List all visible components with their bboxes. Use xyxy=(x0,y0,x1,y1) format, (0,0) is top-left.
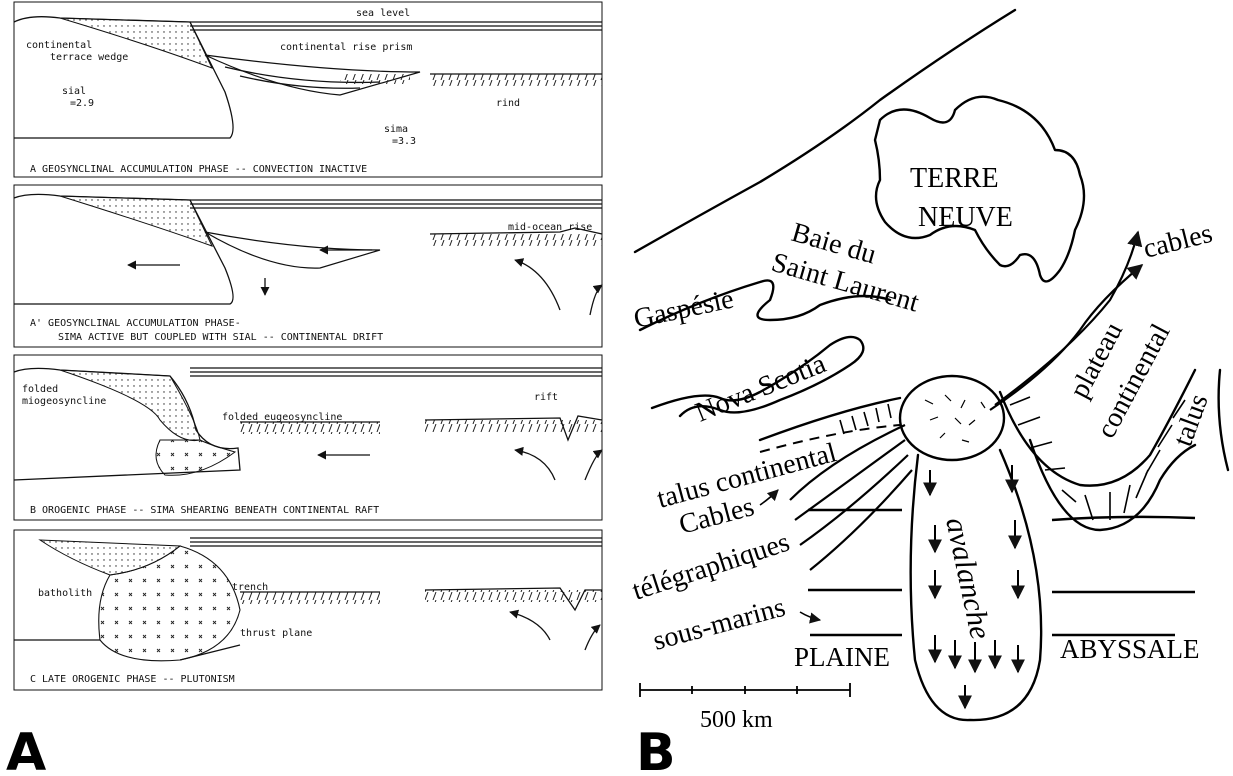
terrace-wedge-label: terrace wedge xyxy=(50,52,128,63)
section-b-orogenic: folded miogeosyncline folded eugeosyncli… xyxy=(14,355,602,520)
convection-arrow xyxy=(585,625,600,650)
rind-hatch xyxy=(240,592,380,604)
terre-label: TERRE xyxy=(910,163,999,194)
grand-banks-circle xyxy=(900,376,1004,460)
folded-eugeosyncline-label: folded eugeosyncline xyxy=(222,412,342,423)
terrace-wedge xyxy=(60,196,212,246)
section-a-accumulation: sea level continental terrace wedge cont… xyxy=(14,2,602,177)
rind-hatch-right xyxy=(430,74,602,86)
section-c-late-orogenic: batholith trench thrust plane C LATE ORO… xyxy=(14,530,602,690)
section-b-caption: B OROGENIC PHASE -- SIMA SHEARING BENEAT… xyxy=(30,505,379,516)
sea-level-label: sea level xyxy=(356,8,410,19)
sima-density-label: =3.3 xyxy=(392,136,416,147)
section-a-prime-caption-1: A' GEOSYNCLINAL ACCUMULATION PHASE- xyxy=(30,318,241,329)
sial-density-label: =2.9 xyxy=(70,98,94,109)
talus-right-tail xyxy=(1219,370,1228,470)
cables-top-label: cables xyxy=(1140,218,1215,265)
section-a-prime-caption-2: SIMA ACTIVE BUT COUPLED WITH SIAL -- CON… xyxy=(58,332,383,343)
scale-bar xyxy=(640,683,850,697)
rind-hatch xyxy=(430,234,602,246)
cable-arrow xyxy=(800,612,820,620)
abyssale-label: ABYSSALE xyxy=(1060,634,1200,664)
circle-texture xyxy=(925,395,985,442)
section-c-caption: C LATE OROGENIC PHASE -- PLUTONISM xyxy=(30,674,235,685)
panel-a-letter: A xyxy=(6,723,46,776)
miogeosyncline-label: miogeosyncline xyxy=(22,396,106,407)
convection-arrow xyxy=(590,285,602,315)
convection-arrow xyxy=(515,260,560,310)
rind-hatch xyxy=(240,422,380,434)
mid-ocean-rise-label: mid-ocean rise xyxy=(508,222,592,233)
folded-eugeosyncline xyxy=(156,440,235,475)
continental-label: continental xyxy=(26,40,92,51)
panel-b: TERRE NEUVE Baie du Saint Laurent Gaspés… xyxy=(629,10,1228,776)
rind-label: rind xyxy=(496,98,520,109)
section-a-caption: A GEOSYNCLINAL ACCUMULATION PHASE -- CON… xyxy=(30,164,367,175)
talus-right-label: talus xyxy=(1167,390,1214,450)
avalanche-label: avalanche xyxy=(939,515,997,642)
rind-hatch xyxy=(340,74,410,84)
cable-arrow xyxy=(760,490,778,505)
rind-hatch-right xyxy=(425,590,602,602)
convection-arrow xyxy=(515,450,555,480)
rise-prism-label: continental rise prism xyxy=(280,42,412,53)
sial-label: sial xyxy=(62,86,86,97)
section-a-prime-drift: mid-ocean rise A' GEOSYNCLINAL ACCUMULAT… xyxy=(14,185,602,347)
neuve-label: NEUVE xyxy=(918,202,1013,233)
batholith-label: batholith xyxy=(38,588,92,599)
scale-label: 500 km xyxy=(700,707,773,733)
rift-label: rift xyxy=(534,392,558,403)
abyssal-plain-lines xyxy=(808,510,1195,635)
panel-b-letter: B xyxy=(636,723,676,776)
sima-label: sima xyxy=(384,124,408,135)
panel-a: sea level continental terrace wedge cont… xyxy=(6,2,602,776)
folded-label: folded xyxy=(22,384,58,395)
thrust-plane-label: thrust plane xyxy=(240,628,312,639)
convection-arrow xyxy=(510,612,550,640)
sous-marins-label: sous-marins xyxy=(650,592,789,657)
sea-level-lines xyxy=(190,22,602,30)
plaine-label: PLAINE xyxy=(794,642,890,672)
convection-arrow xyxy=(585,450,602,480)
gaspesie-label: Gaspésie xyxy=(631,284,736,335)
trench-label: trench xyxy=(232,582,268,593)
